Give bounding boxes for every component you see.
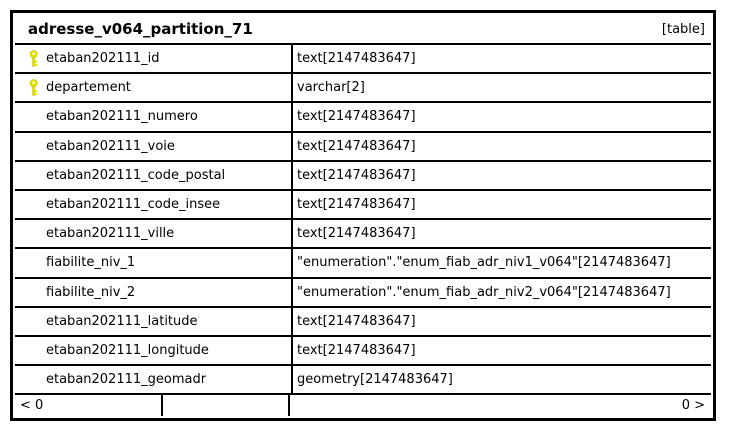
column-name-cell: etaban202111_geomadr [15, 366, 293, 394]
table-title[interactable]: adresse_v064_partition_71 [28, 20, 253, 38]
key-slot [29, 138, 46, 155]
column-type: text[2147483647] [297, 226, 416, 242]
table-footer: < 0 0 > [15, 395, 711, 416]
footer-spacer-cell [163, 395, 290, 416]
column-type: "enumeration"."enum_fiab_adr_niv1_v064"[… [297, 255, 671, 271]
column-name-cell: etaban202111_id [15, 45, 293, 73]
table-row: departement varchar[2] [15, 74, 711, 104]
table-node[interactable]: adresse_v064_partition_71 [table] etaban… [10, 10, 716, 421]
key-slot [29, 108, 46, 125]
key-slot [29, 313, 46, 330]
table-row: etaban202111_numero text[2147483647] [15, 103, 711, 133]
column-name-cell: etaban202111_code_postal [15, 161, 293, 189]
column-name-cell: etaban202111_longitude [15, 336, 293, 365]
table-row: fiabilite_niv_2 "enumeration"."enum_fiab… [15, 278, 711, 308]
primary-key-icon [29, 50, 38, 67]
table-row: etaban202111_geomadr geometry[2147483647… [15, 366, 711, 396]
column-name: etaban202111_voie [46, 138, 175, 154]
table-row: etaban202111_latitude text[2147483647] [15, 307, 711, 337]
key-slot [29, 254, 46, 271]
column-name: etaban202111_id [46, 51, 160, 67]
column-type: text[2147483647] [297, 167, 416, 183]
column-name-cell: etaban202111_ville [15, 220, 293, 248]
table-row: etaban202111_ville text[2147483647] [15, 220, 711, 250]
key-slot [29, 225, 46, 242]
column-type: varchar[2] [297, 80, 365, 96]
column-name: etaban202111_latitude [46, 313, 198, 329]
column-type: geometry[2147483647] [297, 372, 453, 388]
footer-children-count: < 0 [15, 395, 163, 416]
column-name-cell: etaban202111_numero [15, 103, 293, 131]
column-type: text[2147483647] [297, 313, 416, 329]
column-type: text[2147483647] [297, 138, 416, 154]
column-rows: etaban202111_id text[2147483647] departe… [15, 45, 711, 396]
column-type: text[2147483647] [297, 51, 416, 67]
key-slot [29, 342, 46, 359]
column-name: etaban202111_ville [46, 226, 175, 242]
table-row: fiabilite_niv_1 "enumeration"."enum_fiab… [15, 249, 711, 279]
column-name: fiabilite_niv_2 [46, 284, 136, 300]
column-name: fiabilite_niv_1 [46, 255, 136, 271]
column-name: etaban202111_code_postal [46, 167, 226, 183]
primary-key-icon [29, 79, 38, 96]
key-slot [29, 79, 46, 96]
column-type: "enumeration"."enum_fiab_adr_niv2_v064"[… [297, 284, 671, 300]
column-name: etaban202111_code_insee [46, 197, 221, 213]
table-row: etaban202111_id text[2147483647] [15, 45, 711, 75]
key-slot [29, 196, 46, 213]
column-name-cell: fiabilite_niv_2 [15, 278, 293, 306]
table-row: etaban202111_longitude text[2147483647] [15, 336, 711, 367]
table-type-badge: [table] [661, 21, 705, 37]
key-slot [29, 50, 46, 67]
key-slot [29, 167, 46, 184]
column-type: text[2147483647] [297, 197, 416, 213]
column-name: etaban202111_longitude [46, 342, 209, 358]
column-type: text[2147483647] [297, 342, 416, 358]
table-row: etaban202111_voie text[2147483647] [15, 132, 711, 162]
column-name: etaban202111_numero [46, 109, 198, 125]
column-name-cell: etaban202111_latitude [15, 307, 293, 335]
table-row: etaban202111_code_insee text[2147483647] [15, 190, 711, 221]
column-name-cell: fiabilite_niv_1 [15, 249, 293, 277]
table-row: etaban202111_code_postal text[2147483647… [15, 161, 711, 191]
column-name-cell: departement [15, 74, 293, 102]
column-name-cell: etaban202111_voie [15, 132, 293, 160]
column-name-cell: etaban202111_code_insee [15, 190, 293, 219]
footer-parents-count: 0 > [681, 398, 705, 414]
key-slot [29, 284, 46, 301]
table-header: adresse_v064_partition_71 [table] [15, 15, 711, 45]
column-name: etaban202111_geomadr [46, 372, 207, 388]
key-slot [29, 371, 46, 388]
column-type: text[2147483647] [297, 109, 416, 125]
column-name: departement [46, 80, 131, 96]
